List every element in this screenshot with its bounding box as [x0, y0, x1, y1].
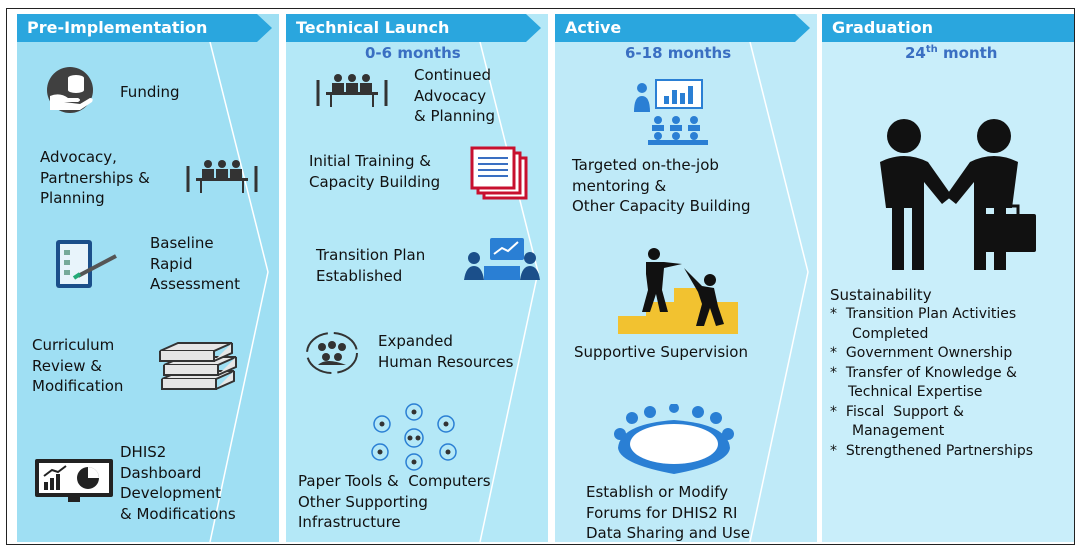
- column-divider: [479, 42, 539, 542]
- phase-title: Active: [565, 18, 622, 37]
- forum-table-icon: [614, 404, 734, 474]
- phase-title: Technical Launch: [296, 18, 450, 37]
- list-item: Technical Expertise: [848, 384, 983, 400]
- clipboard-pen-icon: [56, 240, 117, 288]
- sustainability-heading: Sustainability: [830, 286, 932, 304]
- funding-label: Funding: [120, 83, 180, 101]
- helping-hand-stairs-icon: [618, 248, 738, 334]
- books-stack-icon: [159, 342, 237, 390]
- diagram-frame: [6, 8, 1075, 545]
- phase-period: 0-6 months: [365, 44, 461, 62]
- column-divider: [209, 42, 269, 542]
- list-item: * Fiscal Support &: [830, 403, 964, 420]
- list-item: * Transition Plan Activities: [830, 306, 1017, 322]
- network-nodes-icon: [371, 403, 457, 471]
- phase-period: 6-18 months: [625, 44, 732, 62]
- documents-icon: [470, 146, 528, 200]
- meeting-table-icon: [186, 160, 258, 193]
- phase-header: Pre-Implementation: [17, 14, 272, 42]
- handshake-icon: [880, 119, 1036, 270]
- sustainability-list: * Transition Plan Activities Completed *…: [830, 305, 1033, 461]
- phase-title: Graduation: [832, 18, 933, 37]
- presentation-meeting-icon: [464, 238, 540, 280]
- classroom-training-icon: [634, 79, 708, 145]
- list-item: Management: [852, 423, 945, 439]
- funding-icon: [47, 67, 93, 113]
- phase-period: 24th month: [905, 44, 998, 62]
- people-cycle-icon: [306, 332, 358, 374]
- list-item: Completed: [852, 325, 929, 342]
- dashboard-monitor-icon: [35, 459, 113, 502]
- list-item: * Strengthened Partnerships: [830, 442, 1034, 459]
- initial-training-label: Initial Training &Capacity Building: [309, 152, 441, 191]
- column-graduation: [822, 14, 1074, 542]
- phase-title: Pre-Implementation: [27, 18, 208, 37]
- list-item: * Transfer of Knowledge &: [830, 364, 1017, 381]
- advocacy-label: Advocacy,Partnerships &Planning: [40, 148, 150, 207]
- phase-header: Graduation: [822, 14, 1074, 42]
- column-divider: [749, 42, 809, 542]
- phase-header: Active: [555, 14, 810, 42]
- list-item: * Government Ownership: [830, 345, 1013, 361]
- meeting-table-icon: [316, 74, 388, 107]
- supervision-label: Supportive Supervision: [574, 343, 748, 361]
- phase-header: Technical Launch: [286, 14, 541, 42]
